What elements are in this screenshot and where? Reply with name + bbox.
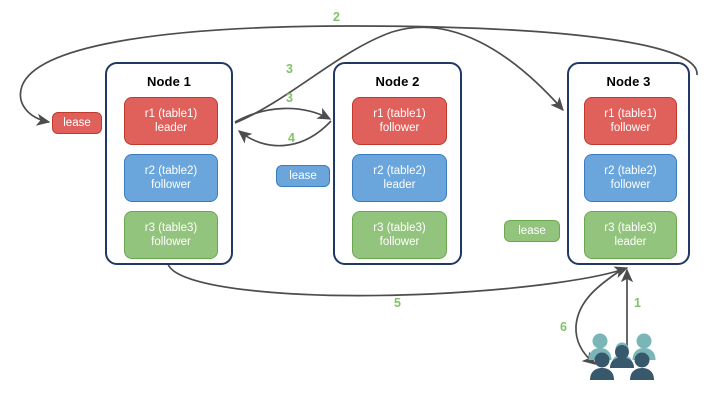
node-3-replica-r1-role: follower	[610, 122, 651, 134]
arrow-step-4	[237, 120, 332, 147]
step-label-3-upper: 3	[286, 62, 293, 76]
node-3-replica-r2[interactable]: r2 (table2) follower	[584, 154, 677, 202]
node-2-replica-r1[interactable]: r1 (table1) follower	[352, 97, 447, 145]
lease-badge-right-label: lease	[518, 225, 546, 237]
step-label-5: 5	[394, 296, 401, 310]
node-2-replica-r3-role: follower	[379, 236, 420, 248]
arrow-step-5	[167, 263, 629, 297]
lease-badge-right[interactable]: lease	[504, 220, 560, 242]
step-label-2: 2	[333, 10, 340, 24]
node-2-replica-r3[interactable]: r3 (table3) follower	[352, 211, 447, 259]
node-1-replica-r1[interactable]: r1 (table1) leader	[124, 97, 218, 145]
lease-badge-middle[interactable]: lease	[276, 165, 330, 187]
step-label-3-lower: 3	[286, 91, 293, 105]
node-2-replica-r2-role: leader	[383, 179, 416, 191]
node-1-replica-r1-name: r1 (table1)	[144, 108, 198, 120]
node-2-title: Node 2	[375, 74, 420, 89]
lease-badge-left-label: lease	[63, 117, 91, 129]
step-label-1: 1	[634, 296, 641, 310]
node-2-replica-r1-name: r1 (table1)	[373, 108, 426, 120]
node-3-replica-r3-name: r3 (table3)	[604, 222, 657, 234]
node-1-replica-r1-role: leader	[155, 122, 187, 134]
node-3-replica-r1-name: r1 (table1)	[604, 108, 657, 120]
node-2-replica-r2[interactable]: r2 (table2) leader	[352, 154, 447, 202]
node-3-replica-r1[interactable]: r1 (table1) follower	[584, 97, 677, 145]
arrow-step-3-short	[234, 107, 332, 123]
lease-badge-middle-label: lease	[289, 170, 317, 182]
node-2[interactable]: Node 2 r1 (table1) follower r2 (table2) …	[333, 62, 462, 265]
node-2-replica-r1-role: follower	[379, 122, 420, 134]
node-1-replica-r3[interactable]: r3 (table3) follower	[124, 211, 218, 259]
node-3-replica-r2-role: follower	[610, 179, 651, 191]
lease-badge-left[interactable]: lease	[52, 112, 102, 134]
step-label-6: 6	[560, 320, 567, 334]
node-1-replica-r3-role: follower	[151, 236, 191, 248]
node-1-replica-r3-name: r3 (table3)	[144, 222, 198, 234]
node-1[interactable]: Node 1 r1 (table1) leader r2 (table2) fo…	[105, 62, 233, 265]
node-1-replica-r2-name: r2 (table2)	[144, 165, 198, 177]
node-2-replica-r3-name: r3 (table3)	[373, 222, 426, 234]
users-icon	[588, 333, 656, 380]
node-1-title: Node 1	[147, 74, 191, 89]
node-3[interactable]: Node 3 r1 (table1) follower r2 (table2) …	[567, 62, 690, 265]
node-3-replica-r3[interactable]: r3 (table3) leader	[584, 211, 677, 259]
node-1-replica-r2[interactable]: r2 (table2) follower	[124, 154, 218, 202]
step-label-4: 4	[288, 131, 295, 145]
node-3-replica-r2-name: r2 (table2)	[604, 165, 657, 177]
node-1-replica-r2-role: follower	[151, 179, 191, 191]
node-3-title: Node 3	[606, 74, 651, 89]
node-3-replica-r3-role: leader	[614, 236, 647, 248]
node-2-replica-r2-name: r2 (table2)	[373, 165, 426, 177]
